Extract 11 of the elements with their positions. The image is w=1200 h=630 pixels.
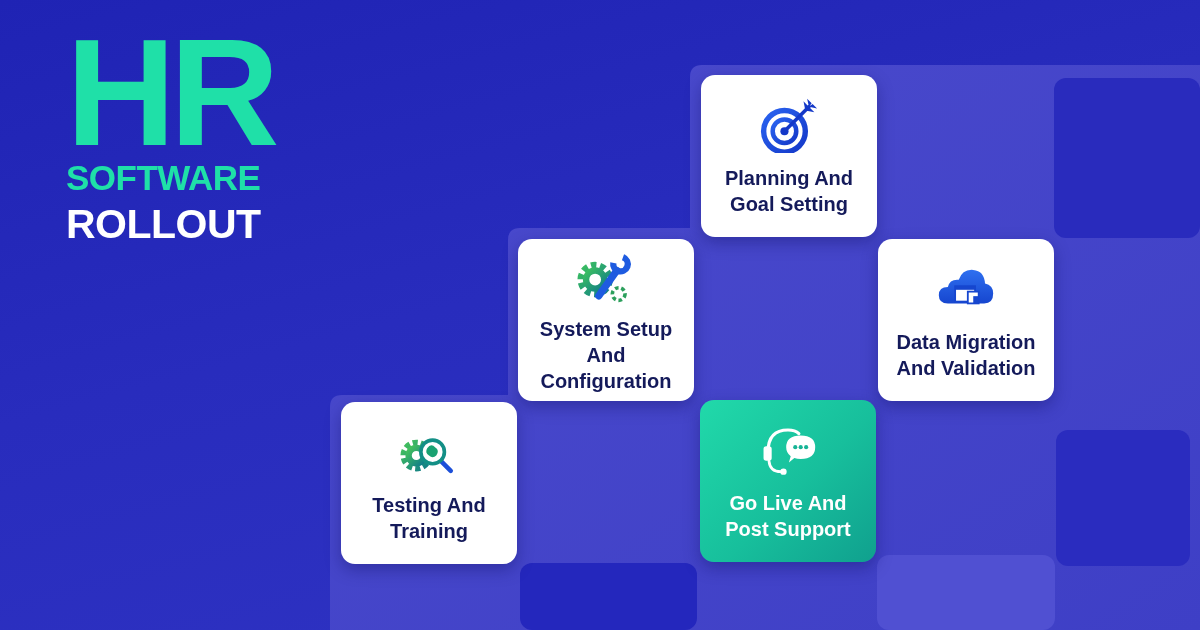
step-title: Go Live And Post Support xyxy=(724,491,852,542)
step-title: Data Migration And Validation xyxy=(895,330,1037,381)
step-card xyxy=(518,239,694,401)
step-card xyxy=(341,402,517,564)
step-card xyxy=(878,239,1054,401)
step-title: Testing And Training xyxy=(371,493,487,544)
step-card xyxy=(701,75,877,237)
title: HR SOFTWARE ROLLOUT xyxy=(66,28,274,248)
step-card xyxy=(700,400,876,562)
step-title: System Setup And Configuration xyxy=(538,317,674,394)
step-title: Planning And Goal Setting xyxy=(723,166,855,217)
